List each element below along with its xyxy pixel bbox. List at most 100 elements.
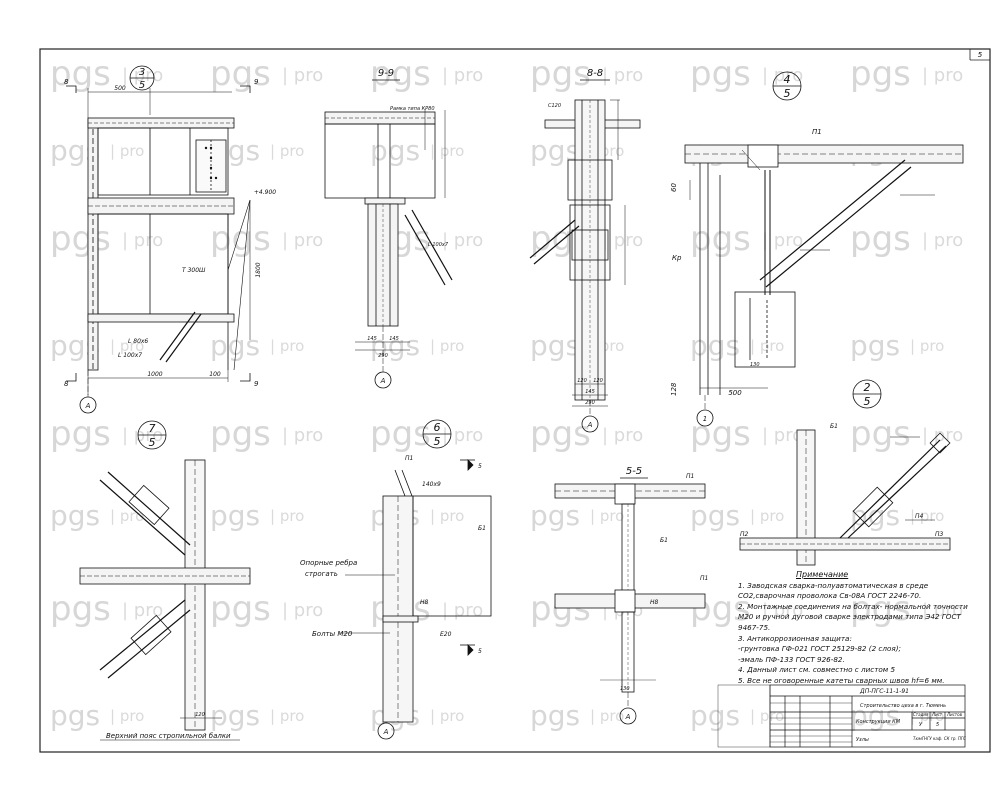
- stamp-row2: Конструкции КМ: [856, 719, 901, 725]
- mark-b1-2: Б1: [830, 423, 838, 430]
- watermark-suffix: | pro: [430, 337, 464, 355]
- watermark-brand: pgs: [370, 134, 420, 167]
- watermark-suffix: | pro: [442, 425, 483, 446]
- mark-p1-5b: П1: [700, 575, 708, 582]
- mark-p3: П3: [935, 531, 944, 538]
- watermark-brand: pgs: [690, 329, 740, 362]
- mark-kr: Кр: [672, 254, 682, 262]
- watermark-brand: pgs: [850, 589, 911, 629]
- stamp-row3: Узлы: [856, 737, 869, 743]
- watermark-brand: pgs: [850, 414, 911, 454]
- watermark-brand: pgs: [690, 699, 740, 732]
- view-4-5-num: 4: [784, 73, 791, 86]
- mark-n8-5: Н8: [650, 599, 659, 606]
- watermark-suffix: | pro: [430, 142, 464, 160]
- notes-block: Примечание 1. Заводская сварка-полуавтом…: [738, 570, 978, 687]
- watermark-suffix: | pro: [442, 65, 483, 86]
- watermark-suffix: | pro: [110, 707, 144, 725]
- dim-120b: 120: [593, 378, 603, 384]
- view-7-5-caption: Верхний пояс стропильной балки: [106, 732, 231, 740]
- watermark-suffix: | pro: [750, 507, 784, 525]
- watermark-brand: pgs: [690, 54, 751, 94]
- dim-60: 60: [670, 183, 678, 192]
- watermark-suffix: | pro: [110, 142, 144, 160]
- watermark-suffix: | pro: [602, 230, 643, 251]
- stamp-code: ДП-ПГС-11-1-91: [859, 688, 909, 695]
- section-9-bottom: 9: [254, 380, 259, 388]
- watermark-layer: pgs | pro pgs | pro pgs | pro pgs | pro pgs | pro…: [50, 54, 963, 732]
- watermark-brand: pgs: [50, 54, 111, 94]
- mark-l80: L 80х6: [128, 338, 148, 345]
- axis-a-4: А: [383, 728, 389, 736]
- watermark-suffix: | pro: [590, 707, 624, 725]
- note-line-9: 4. Данный лист см. совместно с листом 5: [738, 665, 896, 675]
- note-line-1: 1. Заводская сварка-полуавтоматическая в…: [738, 580, 929, 590]
- view-6-5-num: 6: [434, 421, 441, 434]
- watermark-brand: pgs: [850, 54, 911, 94]
- view-8-8-title: 8-8: [587, 68, 603, 79]
- watermark-brand: pgs: [850, 499, 900, 532]
- view-9-9: [324, 79, 453, 389]
- watermark-suffix: | pro: [122, 65, 163, 86]
- stamp-org: ТюмГНГУ каф. СК гр. ПГС: [913, 736, 966, 741]
- stamp-stage-label: Стадия: [913, 712, 929, 717]
- watermark-suffix: | pro: [590, 507, 624, 525]
- watermark-suffix: | pro: [122, 230, 163, 251]
- watermark-suffix: | pro: [750, 707, 784, 725]
- mark-p1: П1: [812, 128, 822, 136]
- watermark-suffix: | pro: [270, 707, 304, 725]
- axis-1: 1: [703, 415, 707, 423]
- view-5-5: [554, 477, 706, 725]
- watermark-brand: pgs: [850, 219, 911, 259]
- note-line-5: 9467-75.: [738, 622, 771, 632]
- view-8-8-profile: С120: [548, 103, 561, 109]
- watermark-brand: pgs: [50, 499, 100, 532]
- mark-b1: Б1: [478, 525, 486, 532]
- watermark-brand: pgs: [690, 414, 751, 454]
- stamp-row1: Строительство цеха в г. Тюмень: [860, 703, 946, 709]
- watermark-suffix: | pro: [762, 65, 803, 86]
- watermark-suffix: | pro: [430, 507, 464, 525]
- view-3-5-num: 3: [139, 67, 145, 78]
- section-5-top: 5: [478, 463, 482, 470]
- view-8-8: [529, 79, 641, 433]
- view-7-5-num: 7: [149, 422, 156, 435]
- watermark-brand: pgs: [530, 499, 580, 532]
- mark-f20: Е20: [440, 631, 452, 638]
- dim-100: 100: [209, 371, 221, 378]
- sheet-frame: [39, 48, 991, 753]
- watermark-brand: pgs: [530, 414, 591, 454]
- view-6-5-bolts: Болты М20: [312, 630, 353, 638]
- mark-p1-6: П1: [405, 455, 413, 462]
- dim-1800: 1800: [255, 262, 262, 277]
- sheet-number: 5: [978, 51, 983, 59]
- dim-500b: 500: [728, 389, 742, 397]
- watermark-brand: pgs: [530, 329, 580, 362]
- axis-a-3: А: [587, 421, 593, 429]
- axis-a-2: А: [380, 377, 386, 385]
- watermark-suffix: | pro: [910, 707, 944, 725]
- dim-130: 130: [750, 362, 760, 368]
- mark-p4: П4: [915, 513, 924, 520]
- stamp-stage-value: У: [919, 722, 923, 728]
- watermark-suffix: | pro: [270, 142, 304, 160]
- watermark-suffix: | pro: [270, 507, 304, 525]
- title-block: [717, 684, 966, 748]
- view-3-5-den: 5: [139, 80, 145, 91]
- watermark-suffix: | pro: [602, 65, 643, 86]
- view-9-9-title: 9-9: [378, 68, 394, 79]
- view-6-5-rib2: строгать: [305, 570, 338, 578]
- watermark-brand: pgs: [210, 589, 271, 629]
- note-line-3: 2. Монтажные соединения на болтах- норма…: [738, 601, 968, 611]
- watermark-suffix: | pro: [110, 507, 144, 525]
- note-line-8: -эмаль ПФ-133 ГОСТ 926-82.: [738, 654, 845, 664]
- watermark-brand: pgs: [370, 54, 431, 94]
- note-line-2: СО2,сварочная проволока Св-08А ГОСТ 2246…: [738, 591, 922, 601]
- view-4-5: [684, 71, 964, 427]
- watermark-brand: pgs: [530, 134, 580, 167]
- watermark-suffix: | pro: [922, 230, 963, 251]
- dim-120c: 120: [195, 712, 205, 718]
- section-8-bottom: 8: [64, 380, 69, 388]
- watermark-brand: pgs: [850, 699, 900, 732]
- mark-n8: Н8: [420, 599, 429, 606]
